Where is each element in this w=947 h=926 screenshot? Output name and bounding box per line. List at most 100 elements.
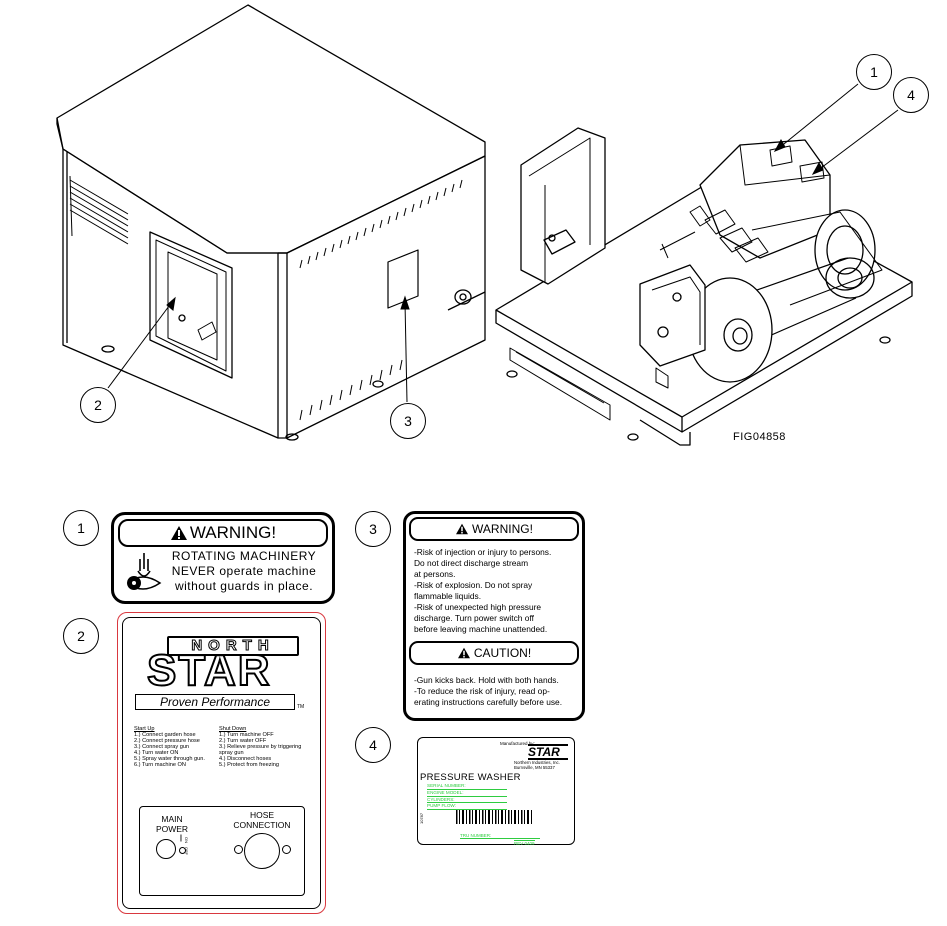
startup-step: 5.) Spray water through gun. bbox=[134, 756, 205, 762]
logo-tagline: Proven Performance bbox=[135, 694, 295, 710]
warning-header-text: WARNING! bbox=[472, 522, 533, 536]
warning-header: WARNING! bbox=[409, 517, 579, 541]
control-cutout: MAIN POWER | ON OFF HOSE CONNECTION bbox=[139, 806, 305, 896]
mounting-hole bbox=[234, 845, 243, 854]
startup-step: 2.) Connect pressure hose bbox=[134, 738, 200, 744]
callout-label: 3 bbox=[369, 521, 377, 537]
pump-skid-drawing bbox=[495, 127, 913, 446]
leader-line-3 bbox=[404, 301, 408, 403]
warning-line: before leaving machine unattended. bbox=[414, 624, 548, 634]
callout-decal-3: 3 bbox=[355, 511, 391, 547]
switch-off-mark bbox=[179, 847, 186, 854]
warning-line: -Risk of injection or injury to persons. bbox=[414, 547, 552, 557]
logo-north: NORTH bbox=[167, 636, 299, 656]
warning-header-text: WARNING! bbox=[189, 523, 277, 542]
logo-star: STAR bbox=[146, 646, 272, 695]
hose-label-line: HOSE bbox=[249, 810, 275, 820]
startup-title: Start Up bbox=[134, 726, 155, 732]
callout-label: 4 bbox=[369, 737, 377, 753]
mounting-hole bbox=[282, 845, 291, 854]
control-panel-decal: NORTH STAR Proven Performance TM Start U… bbox=[117, 612, 326, 914]
main-power-switch[interactable] bbox=[156, 839, 176, 859]
startup-step: 3.) Connect spray gun bbox=[134, 744, 190, 750]
callout-label: 2 bbox=[94, 397, 102, 413]
serial-number-field: SERIAL NUMBER: bbox=[427, 783, 507, 790]
switch-on-mark: | bbox=[180, 835, 182, 842]
callout-4-top: 4 bbox=[893, 77, 929, 113]
caution-triangle-icon bbox=[457, 647, 470, 659]
serial-plate-title: PRESSURE WASHER bbox=[420, 772, 521, 783]
callout-1-top: 1 bbox=[856, 54, 892, 90]
hose-connection-port[interactable] bbox=[244, 833, 280, 869]
serial-plate-fields: SERIAL NUMBER: ENGINE MODEL: CYLINDERS: … bbox=[427, 783, 507, 811]
engine-model-field: ENGINE MODEL: bbox=[427, 790, 507, 797]
caution-line: -To reduce the risk of injury, read op- bbox=[414, 686, 550, 696]
shutdown-step: 3.) Relieve pressure by triggering bbox=[219, 744, 302, 750]
callout-decal-2: 2 bbox=[63, 618, 99, 654]
shutdown-step: 1.) Turn machine OFF bbox=[219, 732, 274, 738]
main-power-label: MAIN POWER bbox=[150, 814, 194, 834]
callout-label: 1 bbox=[870, 64, 878, 80]
warning-line: Do not direct discharge stream bbox=[414, 558, 529, 568]
callout-decal-1: 1 bbox=[63, 510, 99, 546]
callout-2-top: 2 bbox=[80, 387, 116, 423]
caution-line: erating instructions carefully before us… bbox=[414, 697, 563, 707]
warning-line: at persons. bbox=[414, 569, 456, 579]
leader-line-4 bbox=[816, 109, 899, 172]
warning-line: discharge. Turn power switch off bbox=[414, 613, 534, 623]
callout-label: 1 bbox=[77, 520, 85, 536]
figure-id: FIG04858 bbox=[733, 431, 786, 443]
main-power-label-line: MAIN bbox=[161, 814, 183, 824]
shutdown-step: 5.) Protect from freezing bbox=[219, 762, 279, 768]
warning-caution-decal: WARNING! -Risk of injection or injury to… bbox=[403, 511, 585, 721]
leader-line-2 bbox=[107, 301, 173, 389]
caution-header: CAUTION! bbox=[409, 641, 579, 665]
leader-line-1 bbox=[778, 83, 859, 149]
callout-decal-4: 4 bbox=[355, 727, 391, 763]
hose-label-line: CONNECTION bbox=[233, 819, 291, 830]
address-line: Northern Industries, Inc. bbox=[514, 760, 560, 765]
serial-plate-decal: Manufactured by: STAR Northern Industrie… bbox=[417, 737, 575, 846]
northstar-logo: NORTH STAR Proven Performance TM bbox=[131, 630, 315, 716]
warning-line: -Risk of explosion. Do not spray bbox=[414, 580, 533, 590]
pump-flow-field: PUMP FLOW: bbox=[427, 803, 507, 811]
warning-line-1: ROTATING MACHINERY bbox=[171, 549, 317, 563]
shutdown-step: 2.) Turn water OFF bbox=[219, 738, 267, 744]
startup-step: 4.) Turn water ON bbox=[134, 750, 179, 756]
side-code: 10787 bbox=[419, 812, 424, 824]
shutdown-step: 4.) Disconnect hoses bbox=[219, 756, 272, 762]
warning-line: -Risk of unexpected high pressure bbox=[414, 602, 542, 612]
startup-step: 6.) Turn machine ON bbox=[134, 762, 186, 768]
barcode bbox=[456, 810, 532, 824]
hand-entanglement-icon bbox=[126, 553, 162, 590]
enclosure-drawing bbox=[56, 4, 486, 441]
manufacturer-address: Northern Industries, Inc. Burnsville, MN… bbox=[514, 760, 560, 770]
warning-line-2: NEVER operate machine bbox=[171, 564, 317, 578]
cylinders-field: CYLINDERS: bbox=[427, 797, 507, 804]
main-power-label-line: POWER bbox=[155, 823, 189, 834]
manufactured-by-label: Manufactured by: bbox=[500, 741, 535, 746]
caution-header-text: CAUTION! bbox=[473, 646, 532, 660]
warning-triangle-icon bbox=[170, 526, 187, 540]
tru-number-field: TRU NUMBER: bbox=[460, 833, 540, 839]
warning-line-3: without guards in place. bbox=[174, 579, 314, 593]
warning-triangle-icon bbox=[456, 523, 469, 535]
revision-code: REV 0409 bbox=[514, 840, 535, 846]
warning-line: flammable liquids. bbox=[414, 591, 482, 601]
serial-plate-logo: STAR bbox=[528, 744, 568, 760]
callout-label: 4 bbox=[907, 87, 915, 103]
shutdown-step: spray gun bbox=[219, 750, 244, 756]
warning-header: WARNING! bbox=[118, 519, 328, 547]
warning-decal-rotating-machinery: WARNING! ROTATING MACHINERY NEVER operat… bbox=[111, 512, 335, 604]
machine-illustration bbox=[56, 4, 913, 446]
callout-3-top: 3 bbox=[390, 403, 426, 439]
callout-label: 3 bbox=[404, 413, 412, 429]
startup-step: 1.) Connect garden hose bbox=[134, 732, 196, 738]
caution-line: -Gun kicks back. Hold with both hands. bbox=[414, 675, 559, 685]
logo-tm: TM bbox=[297, 704, 305, 710]
hose-connection-label: HOSE CONNECTION bbox=[222, 810, 302, 830]
address-line: Burnsville, MN 55337 bbox=[514, 765, 555, 770]
switch-on-label: ON bbox=[184, 837, 189, 843]
callout-label: 2 bbox=[77, 628, 85, 644]
